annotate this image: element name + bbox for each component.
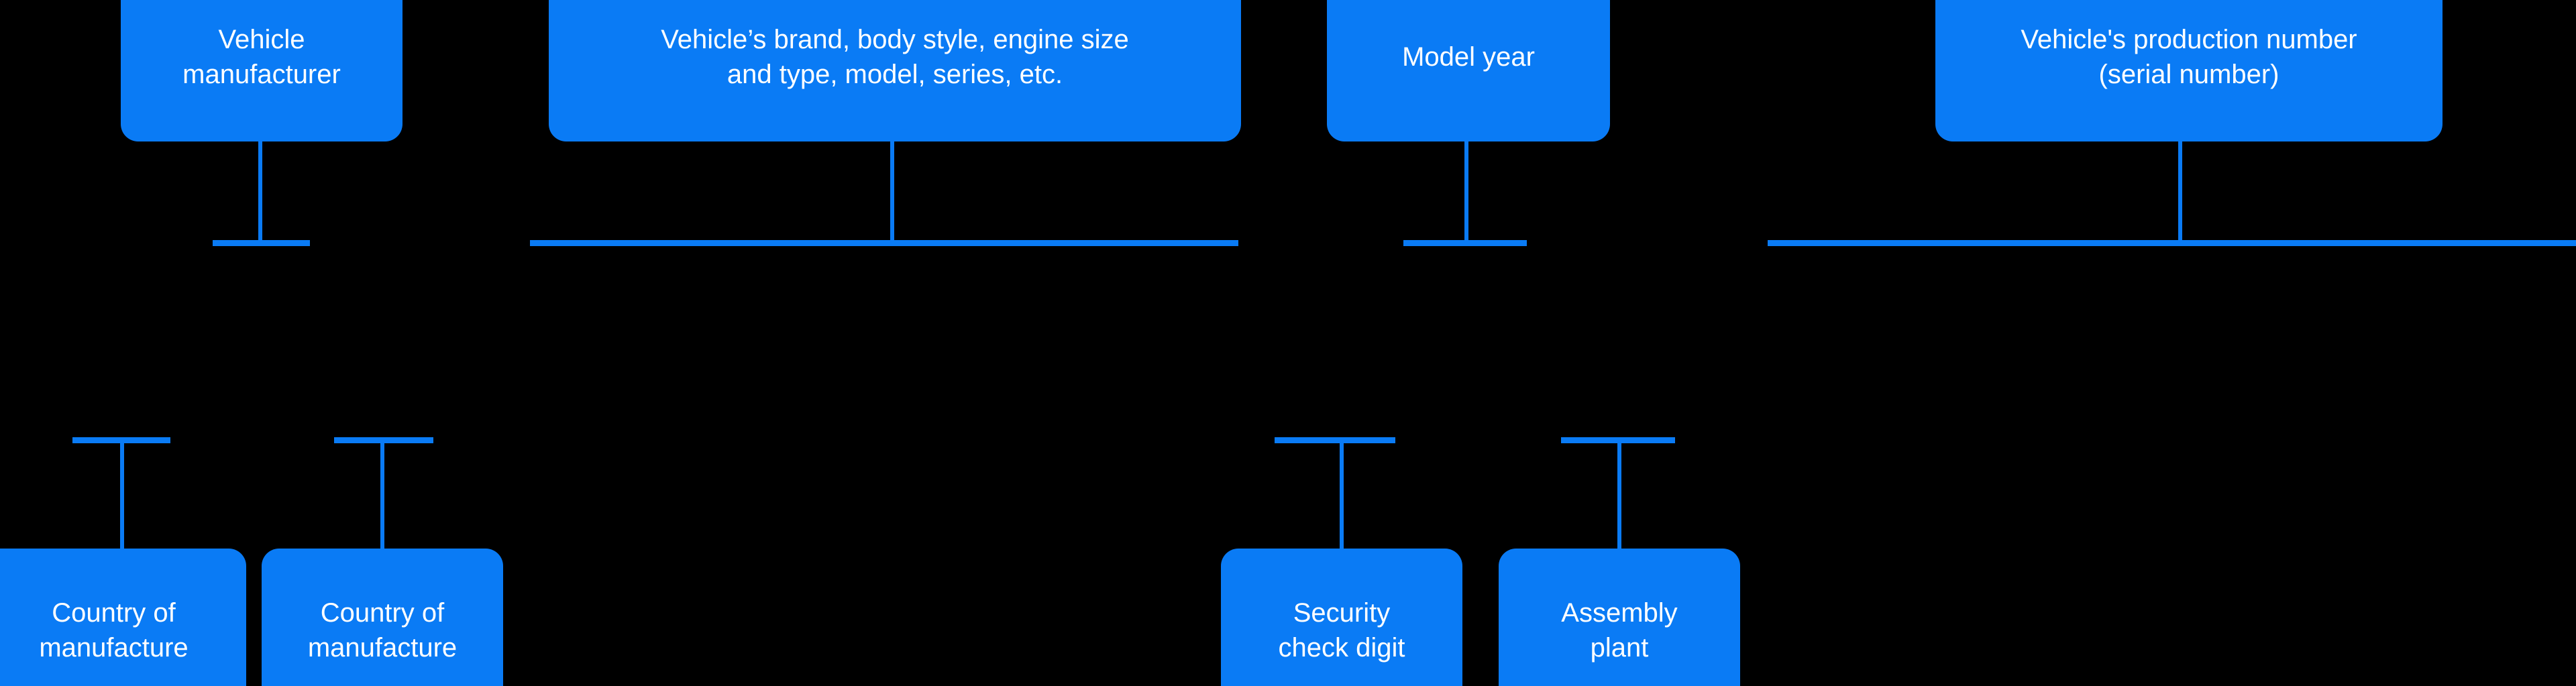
connector-stem-vehicle-manufacturer: [258, 141, 262, 240]
connector-bar-country-of-manufacture-1: [72, 437, 170, 443]
connector-bar-model-year: [1403, 240, 1527, 246]
node-label-country-of-manufacture-2: Country of manufacture: [307, 598, 458, 663]
connector-stem-country-of-manufacture-2: [380, 443, 384, 549]
connector-stem-vehicle-brand-body-engine: [890, 141, 894, 240]
node-label-vehicle-brand-body-engine: Vehicle’s brand, body style, engine size…: [661, 25, 1129, 89]
connector-stem-security-check-digit: [1340, 443, 1344, 549]
node-label-security-check-digit: Security check digit: [1278, 598, 1405, 663]
connector-bar-security-check-digit: [1275, 437, 1395, 443]
connector-bar-assembly-plant: [1561, 437, 1675, 443]
node-label-vehicle-production-number: Vehicle's production number (serial numb…: [2021, 25, 2357, 89]
connector-stem-model-year: [1464, 141, 1468, 240]
node-label-assembly-plant: Assembly plant: [1561, 598, 1678, 663]
node-vehicle-brand-body-engine[interactable]: Vehicle’s brand, body style, engine size…: [549, 0, 1241, 141]
node-label-vehicle-manufacturer: Vehicle manufacturer: [182, 25, 341, 89]
connector-stem-vehicle-production-number: [2178, 141, 2182, 240]
connector-bar-country-of-manufacture-2: [334, 437, 433, 443]
node-label-country-of-manufacture-1: Country of manufacture: [39, 598, 189, 663]
node-country-of-manufacture-2[interactable]: Country of manufacture: [262, 549, 503, 686]
node-vehicle-production-number[interactable]: Vehicle's production number (serial numb…: [1935, 0, 2443, 141]
connector-stem-assembly-plant: [1617, 443, 1621, 549]
node-assembly-plant[interactable]: Assembly plant: [1499, 549, 1740, 686]
connector-bar-vehicle-production-number: [1768, 240, 2576, 246]
node-country-of-manufacture-1[interactable]: Country of manufacture: [0, 549, 246, 686]
node-model-year[interactable]: Model year: [1327, 0, 1610, 141]
connector-stem-country-of-manufacture-1: [120, 443, 124, 549]
node-vehicle-manufacturer[interactable]: Vehicle manufacturer: [121, 0, 402, 141]
connector-bar-vehicle-manufacturer: [213, 240, 310, 246]
node-security-check-digit[interactable]: Security check digit: [1221, 549, 1462, 686]
connector-bar-vehicle-brand-body-engine: [530, 240, 1238, 246]
node-label-model-year: Model year: [1402, 42, 1535, 72]
